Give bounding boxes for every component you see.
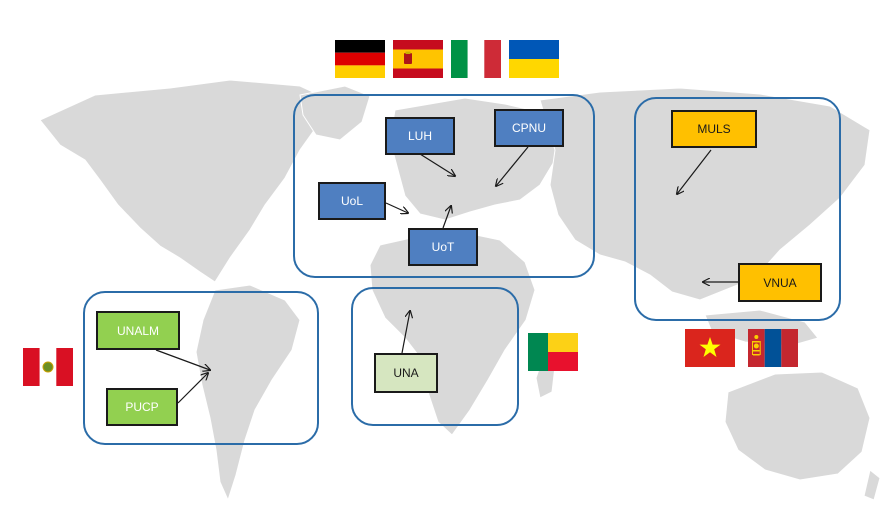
label-cpnu: CPNU (494, 109, 564, 147)
label-una: UNA (374, 353, 438, 393)
label-uot: UoT (408, 228, 478, 266)
soyombo-icon (752, 335, 761, 356)
greenland-landmass (299, 85, 371, 141)
vietnam-flag (685, 329, 735, 367)
africa-region (351, 287, 519, 426)
germany-flag (335, 40, 385, 78)
south-america-region (83, 291, 319, 445)
peru-coat-of-arms-icon (42, 361, 54, 373)
asia-region (634, 97, 841, 321)
label-uol: UoL (318, 182, 386, 220)
label-luh: LUH (385, 117, 455, 155)
label-pucp: PUCP (106, 388, 178, 426)
australia-landmass (724, 371, 871, 481)
label-vnua: VNUA (738, 263, 822, 302)
africa-landmass (369, 231, 536, 436)
europe-region (293, 94, 595, 278)
ukraine-flag (509, 40, 559, 78)
star-icon (699, 337, 721, 357)
label-unalm: UNALM (96, 311, 180, 350)
new-zealand-landmass (863, 469, 881, 501)
spain-flag (393, 40, 443, 78)
north-america-landmass (39, 79, 331, 283)
italy-flag (451, 40, 501, 78)
benin-flag (528, 333, 578, 371)
mongolia-flag (748, 329, 798, 367)
peru-flag (23, 348, 73, 386)
label-muls: MULS (671, 110, 757, 148)
spain-coat-of-arms-icon (404, 53, 412, 64)
